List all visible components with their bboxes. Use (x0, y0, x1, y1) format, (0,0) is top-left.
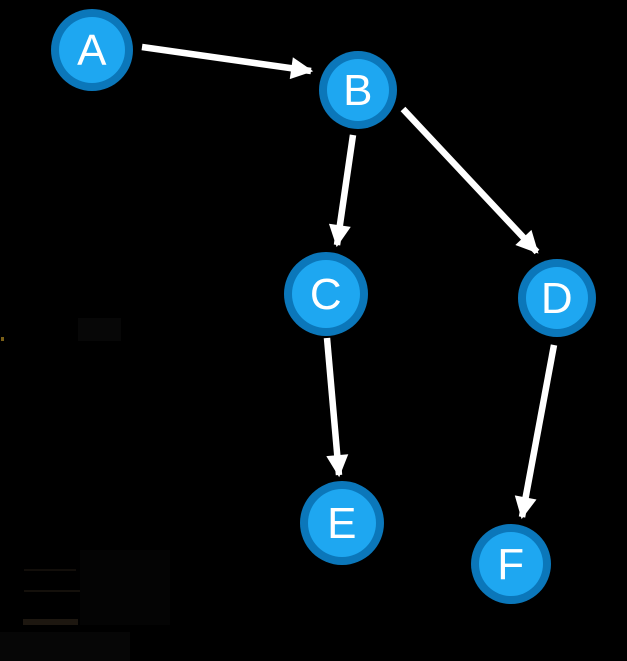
node-D: D (518, 259, 596, 337)
node-body (59, 17, 125, 83)
node-body (526, 267, 588, 329)
node-body (479, 532, 543, 596)
node-C: C (284, 252, 368, 336)
node-label: D (541, 274, 573, 323)
edge-A-B (141, 43, 314, 80)
node-body (327, 59, 389, 121)
node-body (308, 489, 376, 557)
background-artifact (0, 632, 130, 661)
node-label: B (343, 66, 373, 115)
background-artifact (23, 619, 78, 625)
node-body (292, 260, 360, 328)
edge-C-E (323, 337, 349, 478)
node-label: A (77, 26, 107, 75)
node-B: B (319, 51, 397, 129)
background-artifact (24, 590, 80, 592)
background-artifact (78, 318, 121, 341)
node-F: F (471, 524, 551, 604)
background-artifact (24, 569, 76, 571)
node-A: A (51, 9, 133, 91)
node-E: E (300, 481, 384, 565)
background-artifact (80, 550, 170, 625)
edge-B-C (328, 134, 357, 248)
node-label: F (497, 540, 524, 589)
node-label: E (327, 499, 357, 548)
background-artifact (1, 337, 4, 341)
edge-B-D (400, 106, 540, 255)
edge-D-F (514, 344, 558, 520)
node-label: C (310, 270, 342, 319)
